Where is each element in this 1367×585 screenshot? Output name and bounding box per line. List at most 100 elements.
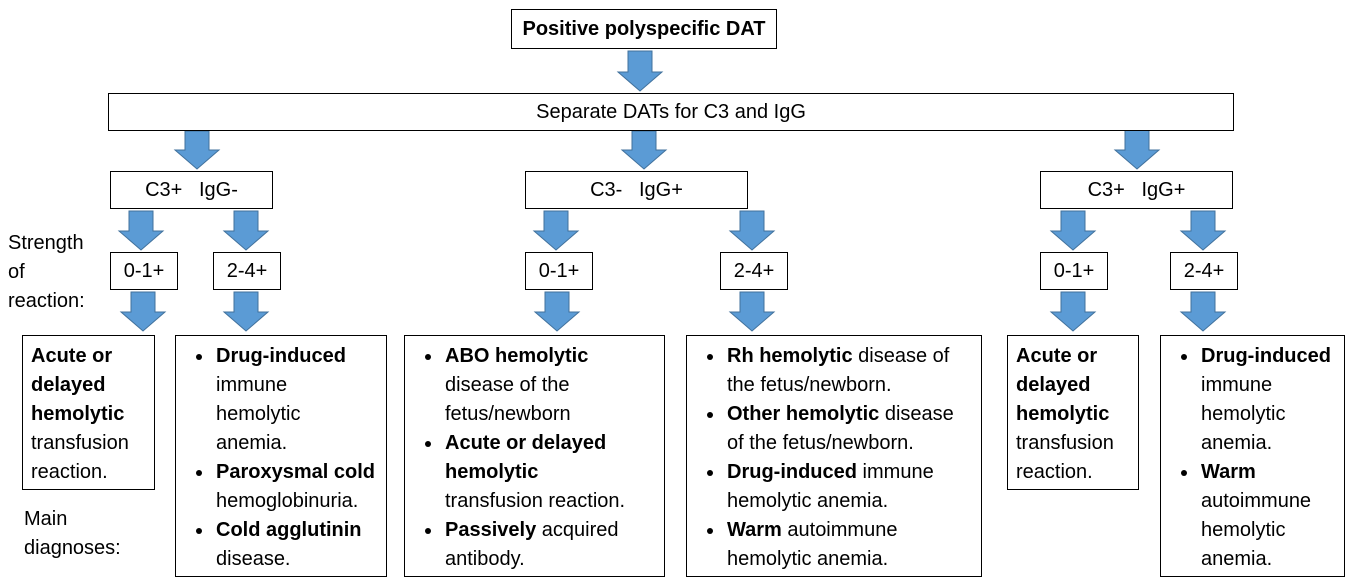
group-label-igg: IgG+ — [1141, 178, 1186, 201]
diagnosis-box-g1-high: Drug-inducedimmunehemolyticanemia.Paroxy… — [175, 335, 387, 577]
diagnosis-list-item: Paroxysmal cold hemoglobinuria. — [214, 458, 378, 516]
diagnosis-line: Cold agglutinin — [216, 516, 378, 545]
strength-box-g2-low: 0-1+ — [525, 252, 593, 290]
diagnosis-text: reaction. — [1016, 461, 1093, 483]
strength-label: 2-4+ — [1183, 259, 1225, 282]
diagnosis-bold-text: hemolytic — [1016, 403, 1110, 425]
diagnosis-line: Other hemolytic disease — [727, 400, 973, 429]
diagnosis-line: Warm autoimmune — [727, 516, 973, 545]
diagnosis-bold-text: delayed — [31, 374, 106, 396]
diagnosis-text: hemolytic anemia. — [727, 548, 889, 570]
arrow-root-to-separate — [616, 50, 664, 92]
diagnosis-line: Acute or — [1016, 342, 1130, 371]
root-label: Positive polyspecific DAT — [522, 17, 766, 40]
diagnosis-line: Acute or delayed — [445, 429, 656, 458]
arrow-to-group-2 — [620, 130, 668, 170]
diagnosis-bold-text: Other hemolytic — [727, 403, 880, 425]
strength-box-g1-high: 2-4+ — [213, 252, 281, 290]
diagnosis-bold-text: Acute or delayed — [445, 432, 607, 454]
group-c3pos-iggneg: C3+ IgG- — [110, 171, 273, 209]
diagnosis-box-g3-low: Acute or delayed hemolytic transfusion react… — [1007, 335, 1139, 490]
side-label-line: Main — [24, 508, 68, 530]
diagnosis-line: hemolytic — [1016, 400, 1130, 429]
arrow-g2-low-to-diagnosis — [533, 291, 581, 332]
root-box: Positive polyspecific DAT — [511, 9, 777, 49]
arrow-g3-low-to-diagnosis — [1049, 291, 1097, 332]
diagnosis-bold-text: Acute or — [1016, 345, 1098, 367]
diagnosis-list-item: Warm autoimmune hemolytic anemia. — [725, 516, 973, 574]
diagnosis-text: fetus/newborn — [445, 403, 571, 425]
side-label-line: diagnoses: — [24, 537, 121, 559]
diagnosis-line: transfusion — [1016, 429, 1130, 458]
diagnosis-bold-text: Drug-induced — [216, 345, 346, 367]
diagnosis-line: delayed — [1016, 371, 1130, 400]
diagnosis-line: autoimmune — [1201, 487, 1336, 516]
diagnosis-bold-text: hemolytic — [445, 461, 539, 483]
diagnosis-line: reaction. — [31, 458, 146, 487]
group-c3neg-iggpos: C3- IgG+ — [525, 171, 748, 209]
diagnosis-line: hemolytic anemia. — [727, 487, 973, 516]
diagnosis-line: Drug-induced — [216, 342, 378, 371]
diagnosis-text: disease. — [216, 548, 291, 570]
diagnosis-bold-text: hemolytic — [31, 403, 125, 425]
diagnosis-bold-text: Drug-induced — [1201, 345, 1331, 367]
diagnosis-text: autoimmune — [781, 519, 898, 541]
diagnosis-line: hemolytic — [1201, 400, 1336, 429]
strength-label: 0-1+ — [1053, 259, 1095, 282]
diagnosis-text: acquired — [536, 519, 619, 541]
diagnosis-text: transfusion reaction. — [445, 490, 626, 512]
diagnosis-text: hemolytic — [216, 403, 301, 425]
diagnosis-line: transfusion reaction. — [445, 487, 656, 516]
strength-box-g3-high: 2-4+ — [1170, 252, 1238, 290]
arrow-g2-high-to-diagnosis — [728, 291, 776, 332]
group-label-c3: C3- — [590, 178, 623, 201]
strength-label: 0-1+ — [538, 259, 580, 282]
diagnosis-text: the fetus/newborn. — [727, 374, 892, 396]
diagnosis-line: Drug-induced — [1201, 342, 1336, 371]
arrow-g2-to-high — [728, 210, 776, 251]
diagnosis-bold-text: Paroxysmal cold — [216, 461, 375, 483]
diagnosis-list: Drug-inducedimmunehemolyticanemia.Paroxy… — [184, 342, 378, 574]
diagnosis-text: hemolytic — [1201, 403, 1286, 425]
diagnosis-line: Passively acquired — [445, 516, 656, 545]
arrow-to-group-3 — [1113, 128, 1161, 170]
diagnosis-text: transfusion — [1016, 432, 1114, 454]
diagnosis-line: immune — [216, 371, 378, 400]
separate-dats-box: Separate DATs for C3 and IgG — [108, 93, 1234, 131]
diagnosis-line: antibody. — [445, 545, 656, 574]
diagnosis-list-item: Acute or delayed hemolytic transfusion rea… — [443, 429, 656, 516]
diagnosis-list: Drug-inducedimmunehemolyticanemia.Warmau… — [1169, 342, 1336, 574]
group-label-igg: IgG- — [199, 178, 238, 201]
diagnosis-line: hemoglobinuria. — [216, 487, 378, 516]
arrow-g1-low-to-diagnosis — [119, 291, 167, 332]
side-label-line: of — [8, 261, 25, 283]
arrow-g3-to-low — [1049, 210, 1097, 251]
diagnosis-bold-text: Drug-induced — [727, 461, 857, 483]
diagnosis-line: delayed — [31, 371, 146, 400]
strength-box-g3-low: 0-1+ — [1040, 252, 1108, 290]
arrow-g3-to-high — [1179, 210, 1227, 251]
arrow-g2-to-low — [532, 210, 580, 251]
side-label-line: Strength — [8, 232, 84, 254]
diagnosis-line: hemolytic — [31, 400, 146, 429]
diagnosis-line: Drug-induced immune — [727, 458, 973, 487]
diagnosis-text: immune — [1201, 374, 1273, 396]
diagnosis-text: anemia. — [1201, 432, 1273, 454]
arrow-g1-high-to-diagnosis — [222, 291, 270, 332]
diagnosis-line: fetus/newborn — [445, 400, 656, 429]
diagnosis-line: reaction. — [1016, 458, 1130, 487]
arrow-g1-to-high — [222, 210, 270, 251]
diagnosis-text: disease of — [852, 345, 950, 367]
diagnosis-line: disease of the — [445, 371, 656, 400]
diagnosis-bold-text: Warm — [727, 519, 782, 541]
